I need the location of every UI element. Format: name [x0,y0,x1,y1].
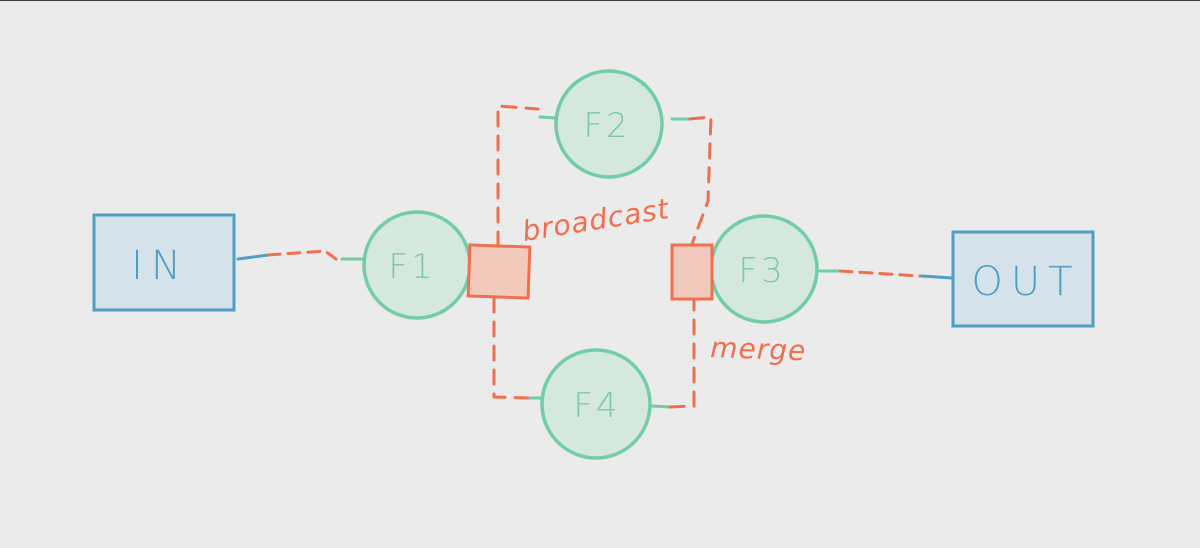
out-input-stub [920,274,954,280]
merge-junction[interactable] [670,243,714,301]
function-node-f4-label: F4 [573,386,620,426]
f4-output-stub [650,404,672,409]
f2-to-merge-dashed-link [688,115,713,246]
f2-input-stub [538,115,558,120]
function-node-f1[interactable]: F1 [362,210,472,320]
f3-to-out-dashed-link [838,269,922,278]
merge-annotation: merge [710,331,807,367]
broadcast-junction[interactable] [466,243,532,300]
in-to-f1-connector [236,253,270,261]
in-to-f1-dashed-link [266,249,338,261]
broadcast-annotation: broadcast [520,192,672,248]
connectors [236,104,954,409]
f4-to-merge-dashed-link [668,299,696,409]
output-box-label: OUT [971,259,1080,305]
broadcast-to-f2-dashed-link [496,104,540,248]
function-node-f4[interactable]: F4 [540,348,652,460]
function-node-f3[interactable]: F3 [709,214,819,324]
input-box[interactable]: IN [92,213,236,312]
broadcast-to-f4-dashed-link [492,296,532,400]
output-box[interactable]: OUT [951,230,1095,328]
input-box-label: IN [131,243,189,289]
function-node-f2[interactable]: F2 [554,69,664,179]
function-node-f1-label: F1 [388,247,435,287]
function-node-f3-label: F3 [738,251,785,291]
function-node-f2-label: F2 [583,106,630,146]
